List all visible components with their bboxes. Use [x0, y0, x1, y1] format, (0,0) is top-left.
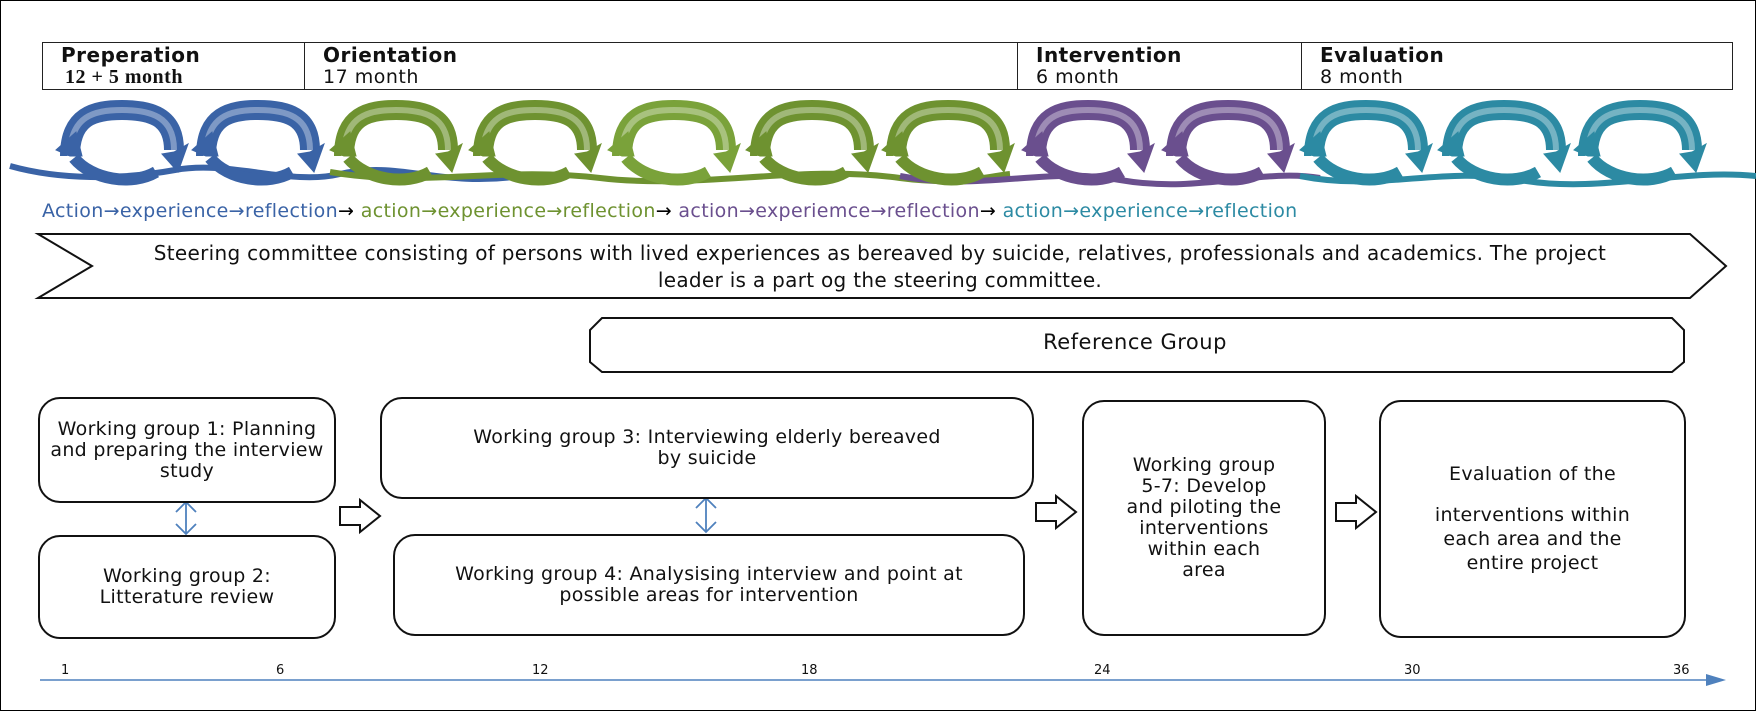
phase-name: Evaluation — [1320, 43, 1445, 67]
flow-arrow-icon — [339, 497, 382, 535]
working-group-3-text: Working group 3: Interviewing elderly be… — [473, 426, 941, 469]
cycle-text-green: action→experience→reflection — [360, 200, 656, 222]
tick-label: 36 — [1673, 663, 1690, 678]
cycle-text-teal: action→experience→reflection — [1002, 200, 1298, 222]
working-group-4-text: Working group 4: Analysising interview a… — [455, 563, 963, 606]
tick-label: 18 — [801, 663, 818, 678]
cycle-text-purple: action→experiemce→reflection — [678, 200, 980, 222]
evaluation-text-line2: interventions within each area and the e… — [1434, 503, 1631, 574]
flow-arrow-icon — [1335, 493, 1378, 531]
phase-preparation: Preperation 12 + 5 month — [43, 43, 305, 89]
evaluation-box: Evaluation of the interventions within e… — [1379, 400, 1686, 638]
tick-label: 30 — [1404, 663, 1421, 678]
tick-label: 1 — [61, 663, 70, 678]
reference-group-label: Reference Group — [1043, 330, 1227, 354]
phase-name: Intervention — [1036, 43, 1182, 67]
cycle-text: Action→experience→reflection→ action→exp… — [42, 200, 1298, 222]
working-group-5-7-text: Working group 5-7: Develop and piloting … — [1126, 454, 1282, 581]
working-group-5-7: Working group 5-7: Develop and piloting … — [1082, 400, 1326, 636]
phase-duration: 6 month — [1036, 66, 1120, 88]
working-group-2: Working group 2: Litterature review — [38, 535, 336, 639]
flow-arrow-icon — [1035, 493, 1078, 531]
reference-group-box — [589, 317, 1685, 373]
tick-label: 12 — [532, 663, 549, 678]
tick-label: 6 — [276, 663, 285, 678]
double-arrow-icon — [175, 500, 197, 536]
working-group-1: Working group 1: Planning and preparing … — [38, 397, 336, 503]
working-group-3: Working group 3: Interviewing elderly be… — [380, 397, 1034, 499]
phase-duration: 17 month — [323, 66, 419, 88]
phase-name: Preperation — [61, 43, 201, 67]
cycle-text-sep: → — [338, 200, 361, 222]
double-arrow-icon — [695, 496, 717, 534]
working-group-1-text: Working group 1: Planning and preparing … — [50, 417, 324, 482]
cycle-text-blue: Action→experience→reflection — [42, 200, 339, 222]
cycle-text-sep: → — [655, 200, 679, 222]
phase-evaluation: Evaluation 8 month — [1302, 43, 1732, 89]
tick-label: 24 — [1094, 663, 1111, 678]
cycle-text-sep: → — [979, 200, 1003, 222]
action-cycle-arrows — [9, 96, 1756, 200]
phase-duration: 12 + 5 month — [65, 66, 183, 88]
phase-name: Orientation — [323, 43, 458, 67]
working-group-4: Working group 4: Analysising interview a… — [393, 534, 1025, 636]
timeline-arrowhead — [1706, 674, 1726, 686]
phase-table: Preperation 12 + 5 month Orientation 17 … — [42, 42, 1733, 90]
phase-duration: 8 month — [1320, 66, 1404, 88]
steering-committee-text: Steering committee consisting of persons… — [153, 241, 1607, 292]
working-group-2-text: Working group 2: Litterature review — [99, 565, 275, 608]
steering-banner — [34, 233, 1728, 299]
phase-intervention: Intervention 6 month — [1018, 43, 1302, 89]
phase-orientation: Orientation 17 month — [305, 43, 1018, 89]
evaluation-text-line1: Evaluation of the — [1449, 462, 1616, 485]
